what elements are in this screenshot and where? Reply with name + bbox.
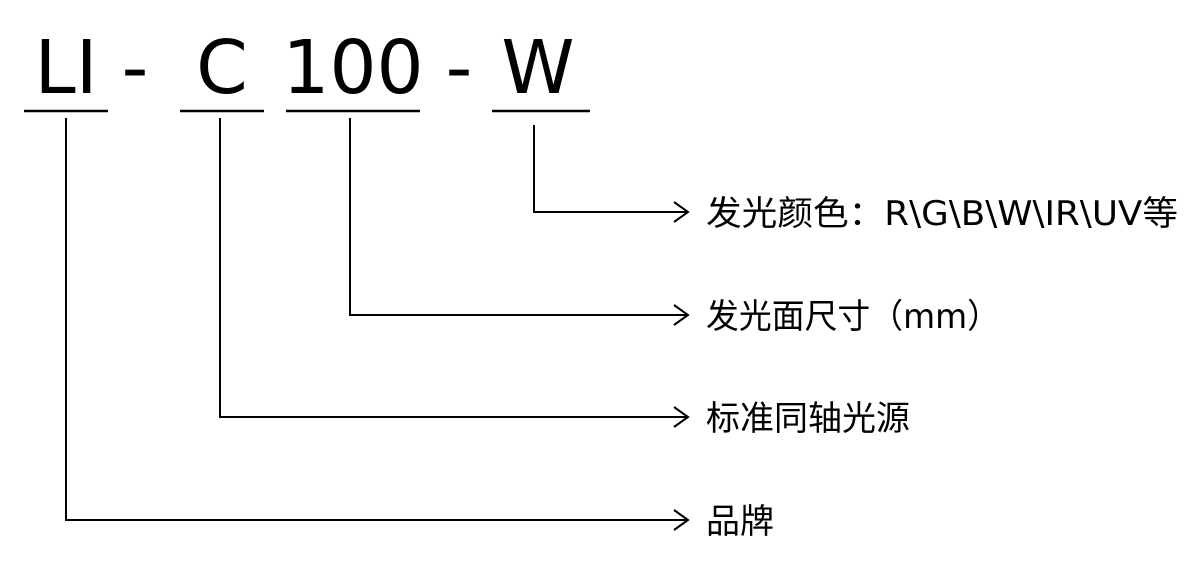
code-size: 100 [282, 25, 423, 111]
connector-size [349, 118, 688, 316]
code-brand: LI [34, 25, 97, 111]
label-brand: 品牌 [706, 502, 774, 542]
arrowhead-size [673, 304, 690, 326]
code-dash-1: - [122, 25, 149, 111]
connector-color [533, 125, 688, 213]
code-type: C [196, 25, 248, 111]
code-color: W [501, 25, 574, 111]
label-type: 标准同轴光源 [706, 399, 910, 439]
label-color: 发光颜色：R\G\B\W\IR\UV等 [706, 194, 1178, 234]
arrowhead-type [673, 406, 690, 428]
arrowhead-color [673, 201, 690, 223]
connector-brand [65, 118, 688, 521]
connector-type [219, 118, 688, 418]
arrowhead-brand [673, 509, 690, 531]
code-dash-2: - [446, 25, 473, 111]
label-size: 发光面尺寸（mm） [706, 297, 1000, 337]
